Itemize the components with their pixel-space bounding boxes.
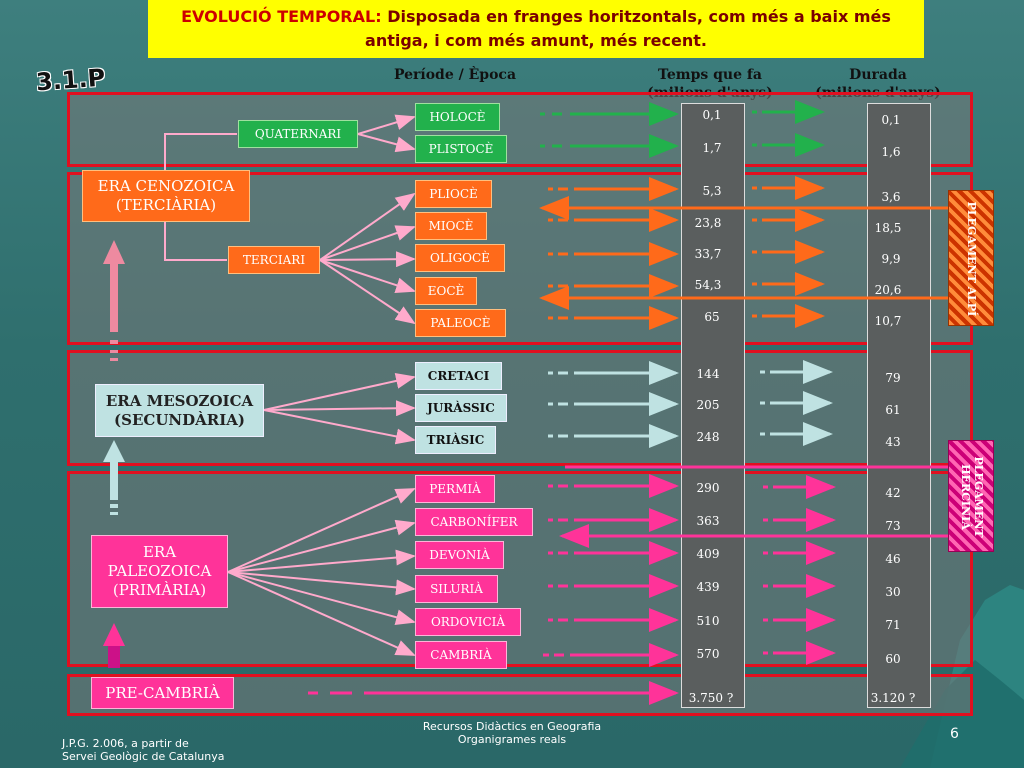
durada-value: 3.120 ? — [870, 691, 916, 705]
footer-credit-line1: J.P.G. 2.006, a partir de — [62, 737, 189, 750]
title-banner: EVOLUCIÓ TEMPORAL: Disposada en franges … — [148, 0, 924, 58]
durada-value: 9,9 — [881, 252, 901, 266]
durada-value: 46 — [885, 552, 901, 566]
era-mesozoica: ERA MESOZOICA (SECUNDÀRIA) — [95, 384, 264, 437]
epoch-paleoce: PALEOCÈ — [415, 309, 506, 337]
epoch-triasic: TRIÀSIC — [415, 426, 496, 454]
header-durada-label: Durada — [849, 67, 907, 83]
temps-value: 409 — [696, 547, 720, 561]
temps-column — [681, 103, 745, 708]
temps-value: 439 — [696, 580, 720, 594]
footer-credit: J.P.G. 2.006, a partir de Servei Geològi… — [62, 737, 224, 763]
durada-value: 61 — [885, 403, 901, 417]
epoch-ordovicia: ORDOVICIÀ — [415, 608, 521, 636]
temps-value: 290 — [696, 481, 720, 495]
temps-value: 570 — [696, 647, 720, 661]
temps-value: 23,8 — [694, 216, 722, 230]
epoch-cambria: CAMBRIÀ — [415, 641, 507, 669]
epoch-carbonifer: CARBONÍFER — [415, 508, 533, 536]
durada-value: 30 — [885, 585, 901, 599]
period-terciari: TERCIARI — [228, 246, 320, 274]
epoch-plistoce: PLISTOCÈ — [415, 135, 507, 163]
temps-value: 33,7 — [694, 247, 722, 261]
plegament-hercinia-label: PLEGAMENT HERCINIÀ — [959, 456, 985, 538]
durada-column — [867, 103, 931, 708]
plegament-alpi-label: PLEGAMENT ALPÍ — [965, 201, 979, 317]
epoch-eoce: EOCÈ — [415, 277, 477, 305]
epoch-plioce: PLIOCÈ — [415, 180, 492, 208]
durada-value: 60 — [885, 652, 901, 666]
footer-center: Recursos Didàctics en Geografia Organigr… — [380, 720, 644, 746]
temps-value: 65 — [704, 310, 720, 324]
footer-credit-line2: Servei Geològic de Catalunya — [62, 750, 225, 763]
epoch-holoce: HOLOCÈ — [415, 103, 500, 131]
title-lead: EVOLUCIÓ TEMPORAL: — [181, 7, 382, 26]
temps-value: 1,7 — [702, 141, 722, 155]
plegament-alpi-box: PLEGAMENT ALPÍ — [948, 190, 994, 326]
durada-value: 42 — [885, 486, 901, 500]
era-paleozoica: ERA PALEOZOICA (PRIMÀRIA) — [91, 535, 228, 608]
page-number: 6 — [950, 726, 959, 742]
header-temps-label: Temps que fa — [658, 67, 762, 83]
period-quaternari: QUATERNARI — [238, 120, 358, 148]
epoch-permia: PERMIÀ — [415, 475, 495, 503]
durada-value: 71 — [885, 618, 901, 632]
temps-value: 144 — [696, 367, 720, 381]
durada-value: 43 — [885, 435, 901, 449]
durada-value: 10,7 — [874, 314, 902, 328]
era-precambria: PRE-CAMBRIÀ — [91, 677, 234, 709]
epoch-mioce: MIOCÈ — [415, 212, 487, 240]
temps-value: 248 — [696, 430, 720, 444]
footer-center-line1: Recursos Didàctics en Geografia — [422, 720, 602, 733]
footer-center-line2: Organigrames reals — [457, 733, 567, 746]
durada-value: 73 — [885, 519, 901, 533]
epoch-jurassic: JURÀSSIC — [415, 394, 507, 422]
header-periode: Període / Època — [393, 67, 517, 83]
epoch-devonia: DEVONIÀ — [415, 541, 504, 569]
durada-value: 79 — [885, 371, 901, 385]
durada-value: 20,6 — [874, 283, 902, 297]
durada-value: 0,1 — [881, 113, 901, 127]
temps-value: 3.750 ? — [688, 691, 734, 705]
temps-value: 5,3 — [702, 184, 722, 198]
era-cenozoica: ERA CENOZOICA (TERCIÀRIA) — [82, 170, 250, 222]
title-rest: Disposada en franges horitzontals, com m… — [365, 7, 891, 50]
temps-value: 205 — [696, 398, 720, 412]
durada-value: 1,6 — [881, 145, 901, 159]
epoch-cretaci: CRETACI — [415, 362, 502, 390]
temps-value: 54,3 — [694, 278, 722, 292]
epoch-oligoce: OLIGOCÈ — [415, 244, 505, 272]
plegament-hercinia-box: PLEGAMENT HERCINIÀ — [948, 440, 994, 552]
temps-value: 0,1 — [702, 108, 722, 122]
durada-value: 3,6 — [881, 190, 901, 204]
epoch-siluria: SILURIÀ — [415, 575, 498, 603]
temps-value: 363 — [696, 514, 720, 528]
temps-value: 510 — [696, 614, 720, 628]
durada-value: 18,5 — [874, 221, 902, 235]
